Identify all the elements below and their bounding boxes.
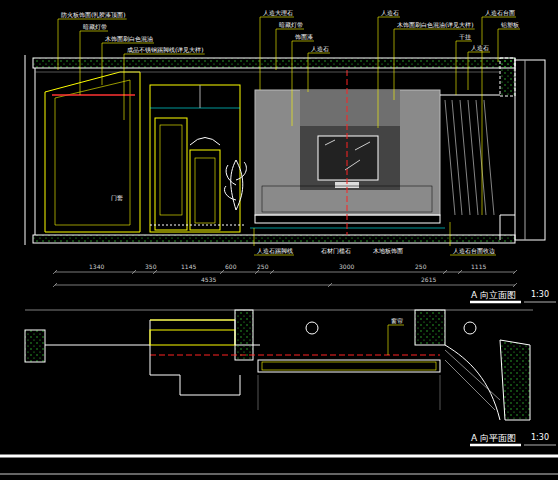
dimension-tick	[153, 270, 157, 274]
annotation-label: 250	[414, 264, 427, 270]
dimension-tick	[513, 283, 517, 287]
annotation-label: 防火板饰面(乳胶漆顶面)	[60, 12, 127, 18]
annotation-label: 暗藏灯带	[278, 22, 304, 28]
leader-line	[292, 41, 293, 126]
leader-line	[80, 31, 108, 32]
leader-line	[468, 52, 469, 90]
annotation-label: 木饰面刷白色混油(详见大样)	[396, 22, 475, 28]
leader-line	[450, 255, 496, 256]
leader-line	[450, 222, 451, 246]
annotation-label: 人造石踢脚线	[256, 248, 294, 254]
dimension-tick	[255, 270, 259, 274]
view-title: 1:30	[530, 291, 550, 299]
dimension-tick	[270, 270, 274, 274]
view-title: A 向平面图	[470, 434, 517, 443]
leader-line	[102, 43, 103, 85]
leader-line	[58, 19, 59, 70]
dimension-tick	[132, 270, 136, 274]
view-title: 1:30	[530, 434, 550, 442]
leader-line	[498, 29, 520, 30]
leader-line	[260, 17, 261, 90]
dimension-tick	[328, 283, 332, 287]
annotation-label: 3000	[338, 264, 355, 270]
dimension-tick	[53, 283, 57, 287]
leader-line	[292, 41, 314, 42]
annotation-label: 干挂	[458, 34, 472, 40]
dimension-tick	[458, 270, 462, 274]
leader-line	[254, 228, 255, 246]
annotation-label: 木饰面刷白色混油	[104, 36, 154, 42]
annotation-label: 石材门槛石	[320, 248, 352, 254]
leader-line	[388, 325, 404, 326]
dimension-tick	[220, 270, 224, 274]
leader-line	[456, 41, 472, 42]
dimension-tick	[53, 270, 57, 274]
annotation-label: 1340	[88, 264, 105, 270]
annotation-label: 人造石台面	[484, 10, 516, 16]
annotation-label: 成品不锈钢踢脚线(详见大样)	[126, 47, 205, 53]
leader-line	[498, 29, 499, 62]
leader-line	[276, 29, 277, 70]
leader-line	[308, 53, 309, 92]
annotation-label: 木地板饰面	[372, 248, 404, 254]
leader-lines	[58, 17, 520, 355]
dimension-lines	[53, 270, 517, 287]
annotation-label: 4535	[200, 277, 217, 283]
annotation-label: 饰面漆	[294, 34, 314, 40]
leader-line	[124, 54, 125, 120]
leader-line	[308, 53, 330, 54]
annotation-label: 1145	[180, 264, 197, 270]
dimension-tick	[513, 270, 517, 274]
annotation-label: 人造石	[380, 10, 400, 16]
view-title: A 向立面图	[470, 291, 517, 300]
leader-line	[388, 325, 389, 355]
leader-line	[58, 19, 127, 20]
title-underlines	[0, 302, 558, 474]
leader-line	[80, 31, 81, 95]
leader-line	[394, 29, 475, 30]
dimension-tick	[443, 270, 447, 274]
annotation-label: 2615	[420, 277, 437, 283]
annotation-label: 人造石	[310, 46, 330, 52]
annotation-label: 人造石	[470, 45, 490, 51]
leader-line	[378, 17, 379, 128]
annotation-label: 门套	[110, 195, 124, 201]
annotation-label: 1115	[470, 264, 487, 270]
leader-line	[456, 41, 457, 95]
leader-line	[378, 17, 400, 18]
annotation-label: 250	[256, 264, 269, 270]
annotation-label: 铝塑板	[500, 22, 520, 28]
annotation-label: 600	[224, 264, 237, 270]
elevation	[25, 55, 545, 245]
annotation-label: 暗藏灯带	[82, 24, 108, 30]
plan	[25, 310, 533, 420]
leader-line	[276, 29, 304, 30]
leader-line	[102, 43, 154, 44]
annotation-label: 人造大理石	[262, 10, 294, 16]
leader-line	[124, 54, 205, 55]
leader-line	[394, 29, 395, 100]
leader-line	[260, 17, 294, 18]
annotation-label: 人造石台面收边	[452, 248, 496, 254]
annotation-label: 窗帘	[390, 318, 404, 324]
leader-line	[468, 52, 490, 53]
leader-line	[482, 17, 516, 18]
annotation-label: 350	[144, 264, 157, 270]
leader-line	[254, 255, 294, 256]
